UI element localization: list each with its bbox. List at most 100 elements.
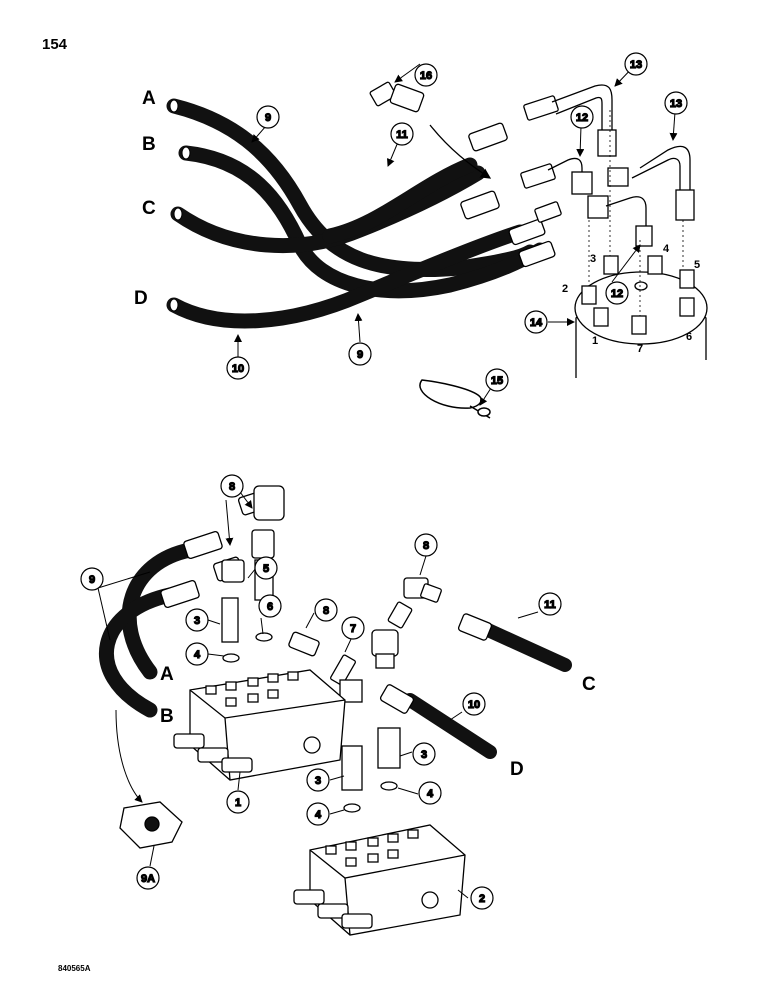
letter-a-bottom: A bbox=[160, 664, 174, 685]
hose-letters: A B C D A B C D bbox=[134, 88, 596, 780]
letter-b-bottom: B bbox=[160, 706, 174, 727]
port-leader-lines bbox=[588, 110, 684, 316]
callout-9: 9 bbox=[80, 567, 104, 591]
svg-text:5: 5 bbox=[694, 259, 700, 271]
port-labels: 1 2 3 4 5 6 7 bbox=[562, 243, 700, 355]
callout-13: 13 bbox=[664, 91, 688, 115]
letter-c-top: C bbox=[142, 198, 156, 219]
svg-text:3: 3 bbox=[315, 775, 321, 787]
svg-text:9: 9 bbox=[265, 112, 271, 124]
svg-text:6: 6 bbox=[267, 601, 273, 613]
svg-text:4: 4 bbox=[194, 649, 201, 661]
letter-d-top: D bbox=[134, 288, 148, 309]
hose-d-bottom bbox=[403, 693, 497, 759]
clamp-9a bbox=[119, 801, 183, 849]
callout-12: 12 bbox=[570, 105, 594, 129]
elbow-tubes bbox=[547, 84, 695, 247]
svg-text:4: 4 bbox=[315, 809, 322, 821]
drawing-code: 840565A bbox=[58, 964, 91, 973]
hose-c-bottom bbox=[481, 623, 572, 672]
hose-b-top bbox=[178, 145, 548, 299]
callout-10: 10 bbox=[226, 356, 250, 380]
svg-text:9A: 9A bbox=[141, 873, 155, 885]
letter-c-bottom: C bbox=[582, 674, 596, 695]
svg-text:11: 11 bbox=[544, 599, 556, 611]
callout-7: 7 bbox=[341, 616, 365, 640]
o-rings bbox=[222, 632, 398, 813]
svg-text:4: 4 bbox=[427, 788, 434, 800]
svg-text:8: 8 bbox=[229, 481, 235, 493]
callout-3: 3 bbox=[306, 768, 330, 792]
svg-text:6: 6 bbox=[686, 331, 692, 343]
control-valve-1 bbox=[173, 669, 346, 781]
leader-lines bbox=[97, 63, 678, 899]
page-number: 154 bbox=[42, 36, 68, 53]
callout-11: 11 bbox=[390, 122, 414, 146]
svg-text:11: 11 bbox=[396, 129, 408, 141]
callout-10: 10 bbox=[462, 692, 486, 716]
top-hoses bbox=[166, 98, 548, 329]
callout-8: 8 bbox=[414, 533, 438, 557]
svg-text:2: 2 bbox=[562, 283, 568, 295]
svg-text:16: 16 bbox=[420, 70, 432, 82]
svg-text:5: 5 bbox=[263, 563, 269, 575]
svg-text:8: 8 bbox=[323, 605, 329, 617]
svg-text:8: 8 bbox=[423, 540, 429, 552]
callout-4: 4 bbox=[306, 802, 330, 826]
svg-text:1: 1 bbox=[235, 797, 241, 809]
hose-11-top bbox=[322, 157, 478, 244]
callout-8: 8 bbox=[314, 598, 338, 622]
letter-b-top: B bbox=[142, 134, 156, 155]
callout-3: 3 bbox=[412, 742, 436, 766]
callout-16: 16 bbox=[414, 63, 438, 87]
svg-text:2: 2 bbox=[479, 893, 485, 905]
svg-text:3: 3 bbox=[590, 253, 596, 265]
svg-text:7: 7 bbox=[350, 623, 356, 635]
callout-4: 4 bbox=[185, 642, 209, 666]
callout-4: 4 bbox=[418, 781, 442, 805]
callout-14: 14 bbox=[524, 310, 548, 334]
callout-9: 9 bbox=[348, 342, 372, 366]
svg-text:12: 12 bbox=[576, 112, 588, 124]
control-valve-2 bbox=[293, 824, 466, 936]
manifold-block-14 bbox=[574, 255, 708, 378]
letter-a-top: A bbox=[142, 88, 156, 109]
callout-12: 12 bbox=[605, 281, 629, 305]
callout-3: 3 bbox=[185, 608, 209, 632]
bottom-hoses bbox=[99, 542, 572, 759]
callout-11: 11 bbox=[538, 592, 562, 616]
callout-9: 9 bbox=[256, 105, 280, 129]
svg-text:13: 13 bbox=[630, 59, 642, 71]
svg-text:3: 3 bbox=[194, 615, 200, 627]
top-fittings bbox=[460, 95, 562, 268]
svg-text:13: 13 bbox=[670, 98, 682, 110]
hose-ends bbox=[169, 99, 191, 312]
hose-a-bottom bbox=[121, 542, 198, 680]
svg-text:3: 3 bbox=[421, 749, 427, 761]
hose-d-top bbox=[166, 224, 528, 329]
svg-text:10: 10 bbox=[468, 699, 480, 711]
svg-text:4: 4 bbox=[663, 243, 670, 255]
svg-text:7: 7 bbox=[637, 343, 643, 355]
hose-b-bottom bbox=[99, 587, 178, 718]
callout-2: 2 bbox=[470, 886, 494, 910]
svg-text:10: 10 bbox=[232, 363, 244, 375]
letter-d-bottom: D bbox=[510, 759, 524, 780]
svg-text:9: 9 bbox=[89, 574, 95, 586]
cable-tie-15 bbox=[419, 379, 491, 419]
svg-text:15: 15 bbox=[491, 375, 503, 387]
callout-8: 8 bbox=[220, 474, 244, 498]
callout-1: 1 bbox=[226, 790, 250, 814]
callout-13: 13 bbox=[624, 52, 648, 76]
callout-15: 15 bbox=[485, 368, 509, 392]
arrow-16 bbox=[429, 124, 492, 179]
svg-text:1: 1 bbox=[592, 335, 598, 347]
callout-6: 6 bbox=[258, 594, 282, 618]
svg-text:14: 14 bbox=[530, 317, 543, 329]
svg-text:9: 9 bbox=[357, 349, 363, 361]
callouts: 16 9 11 12 13 13 12 14 15 9 10 8 5 9 3 6… bbox=[80, 52, 688, 910]
callout-9A: 9A bbox=[136, 866, 160, 890]
svg-text:12: 12 bbox=[611, 288, 623, 300]
callout-5: 5 bbox=[254, 556, 278, 580]
